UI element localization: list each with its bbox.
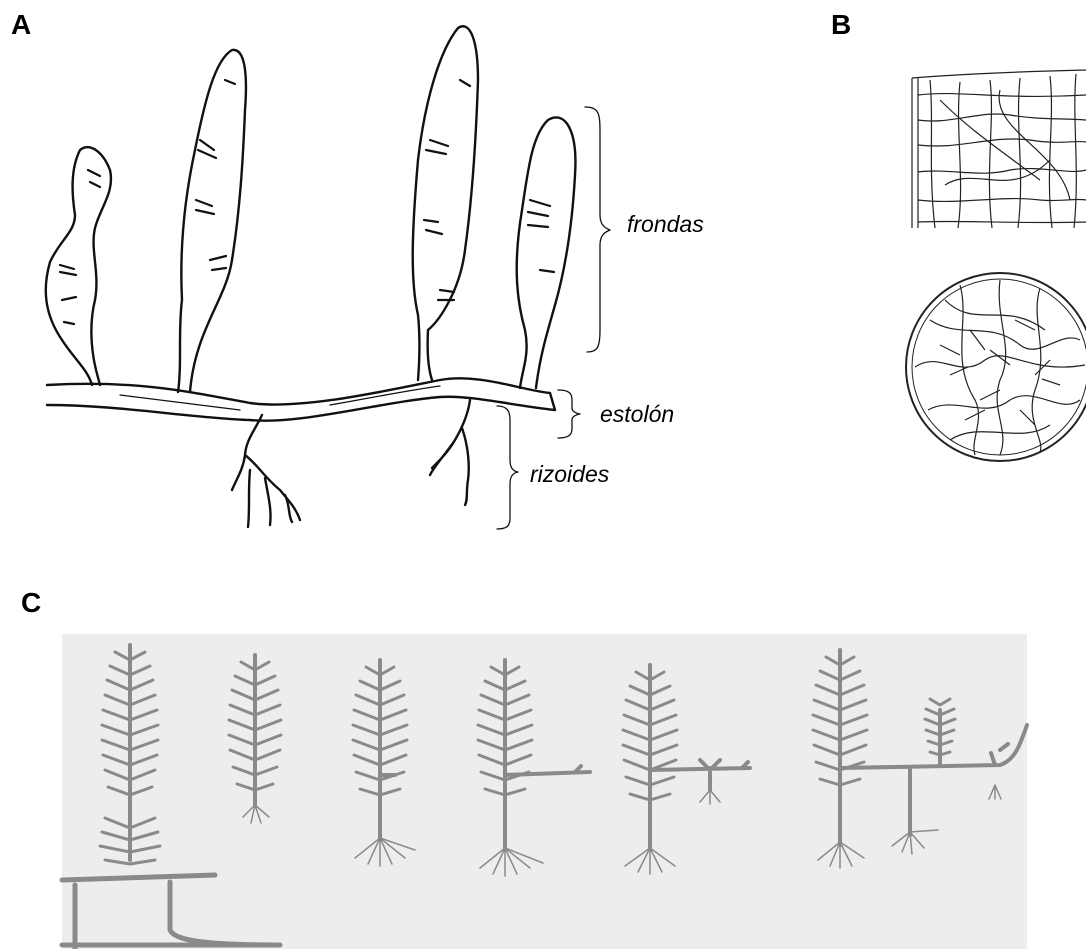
frond-4 bbox=[517, 117, 576, 388]
rhizoid-left bbox=[232, 415, 300, 527]
stolon bbox=[47, 378, 555, 420]
panel-letter-b: B bbox=[831, 11, 851, 39]
panel-a-drawing bbox=[46, 26, 610, 529]
panel-c-background bbox=[62, 634, 1027, 949]
label-frondas: frondas bbox=[627, 213, 704, 236]
frond-3 bbox=[413, 26, 478, 380]
cross-section bbox=[906, 273, 1086, 461]
panel-letter-c: C bbox=[21, 589, 41, 617]
frond-1 bbox=[46, 147, 111, 385]
label-rizoides: rizoides bbox=[530, 463, 609, 486]
bracket-estolon bbox=[558, 390, 580, 438]
bracket-rizoides bbox=[497, 406, 518, 529]
longitudinal-section bbox=[912, 70, 1086, 228]
panel-letter-a: A bbox=[11, 11, 31, 39]
panel-b-drawing bbox=[906, 70, 1086, 461]
bracket-frondas bbox=[585, 107, 610, 352]
label-estolon: estolón bbox=[600, 403, 674, 426]
rhizoid-right bbox=[430, 400, 470, 505]
frond-2 bbox=[178, 50, 246, 392]
panel-c-drawing bbox=[62, 634, 1027, 949]
